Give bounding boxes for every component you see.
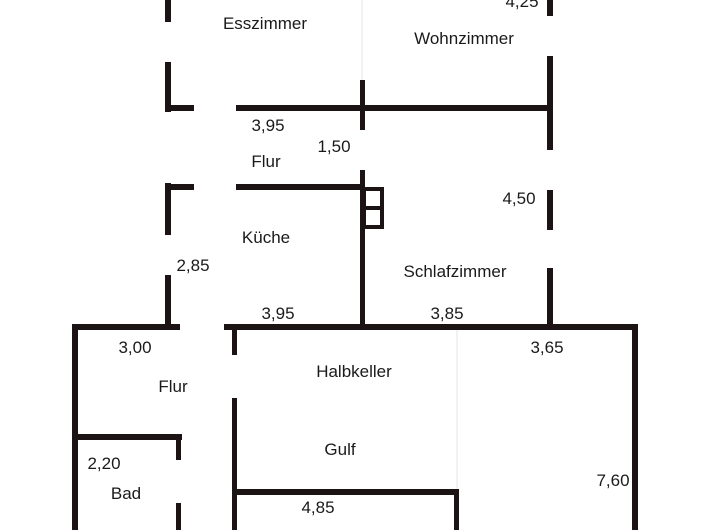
wall [547, 268, 553, 330]
wall [232, 327, 237, 355]
wall [360, 80, 365, 130]
wall [176, 503, 181, 530]
dimension-label: 4,25 [505, 0, 539, 11]
dimension-label: 4,50 [502, 189, 536, 208]
dimension-label: 3,95 [261, 304, 295, 323]
wall [165, 0, 171, 22]
room-label-halbkeller: Halbkeller [316, 362, 392, 381]
wall [632, 324, 638, 530]
wall [168, 105, 194, 111]
wall [547, 190, 553, 230]
wall [165, 62, 171, 112]
dimension-label: 1,50 [317, 137, 351, 156]
wall [454, 489, 459, 530]
wall [547, 0, 553, 16]
dimension-label: 3,85 [430, 304, 464, 323]
chimney [362, 187, 384, 229]
room-label-flur-lower: Flur [158, 377, 188, 396]
wall [232, 398, 237, 530]
wall [72, 324, 78, 530]
room-label-wohnzimmer: Wohnzimmer [414, 29, 514, 48]
wall [72, 324, 180, 330]
dimension-label: 3,00 [118, 338, 152, 357]
wall [360, 170, 365, 330]
wall [72, 434, 182, 440]
dimension-label: 2,85 [176, 256, 210, 275]
room-label-esszimmer: Esszimmer [222, 14, 308, 33]
wall [168, 184, 194, 190]
dimension-label: 2,20 [87, 454, 121, 473]
dimension-label: 3,95 [251, 116, 285, 135]
room-label-kueche: Küche [241, 228, 291, 247]
wall [224, 324, 638, 330]
wall [236, 105, 552, 111]
wall [236, 184, 364, 190]
dimension-label: 4,85 [301, 498, 335, 517]
wall [165, 275, 171, 330]
wall [235, 489, 459, 495]
room-label-bad: Bad [110, 484, 142, 503]
room-label-gulf: Gulf [324, 440, 356, 459]
wall [165, 183, 171, 235]
dimension-label: 7,60 [596, 471, 630, 490]
wall [176, 434, 181, 460]
room-label-schlafzimmer: Schlafzimmer [403, 262, 507, 281]
wall [547, 56, 553, 150]
room-label-flur: Flur [251, 152, 281, 171]
dimension-label: 3,65 [530, 338, 564, 357]
